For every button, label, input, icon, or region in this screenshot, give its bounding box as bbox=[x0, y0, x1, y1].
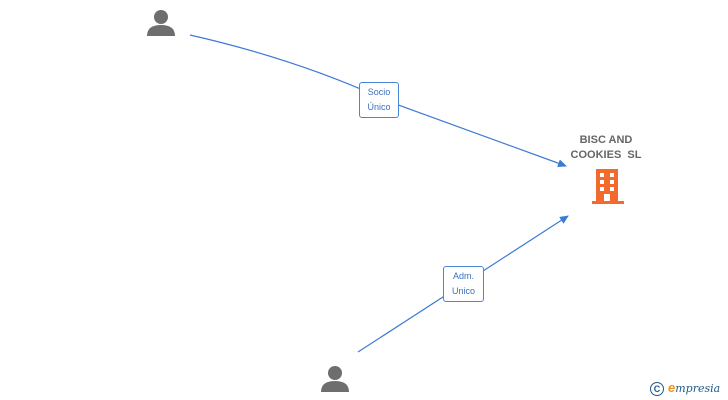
brand-rest: mpresia bbox=[675, 382, 721, 395]
relation-label-line1: Adm. bbox=[452, 271, 474, 281]
brand-initial: e bbox=[668, 380, 676, 395]
copyright-icon: C bbox=[650, 382, 664, 397]
relation-label-line2: Unico bbox=[451, 286, 475, 296]
person-icon[interactable] bbox=[147, 10, 175, 36]
building-icon[interactable] bbox=[592, 169, 624, 204]
company-name-line1: BISC AND bbox=[579, 134, 633, 146]
relation-label-line1: Socio bbox=[367, 87, 391, 97]
relation-label-line2: Único bbox=[367, 102, 391, 112]
relation-label-adm-unico[interactable]: Adm. Unico bbox=[443, 266, 484, 302]
person-icon[interactable] bbox=[321, 366, 349, 392]
company-name[interactable]: BISC AND COOKIES SL bbox=[555, 133, 657, 163]
relation-label-socio-unico[interactable]: Socio Único bbox=[359, 82, 399, 118]
company-name-line2: COOKIES SL bbox=[570, 149, 642, 161]
